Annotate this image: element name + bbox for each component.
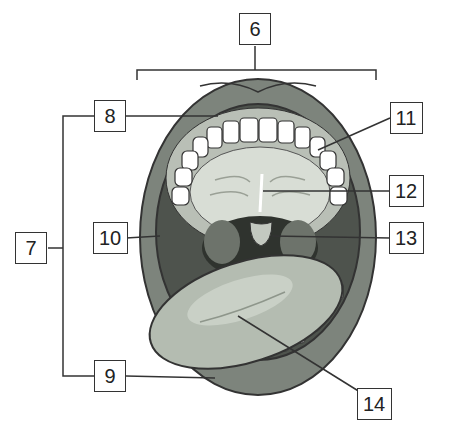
callout-box: 14 [357,388,392,420]
tongue [135,234,356,391]
callout-number: 14 [363,394,385,414]
palate-line [260,174,262,212]
callout-number: 10 [99,228,121,248]
lip-line [200,83,316,92]
tongue-groove [200,292,285,322]
callout-box: 6 [239,13,271,45]
callout-box: 12 [389,175,424,207]
callout-box: 13 [389,222,424,254]
tongue-highlight [182,264,299,336]
callout-box: 9 [94,360,126,392]
callout-number: 13 [395,228,417,248]
bracket [48,116,94,376]
upper-teeth [172,118,347,205]
callout-number: 8 [104,106,115,126]
callout-box: 7 [15,232,47,264]
callout-number: 12 [395,181,417,201]
callout-number: 9 [104,366,115,386]
callout-number: 7 [25,238,36,258]
bracket [137,46,376,80]
callout-box: 10 [93,222,128,254]
callout-box: 8 [94,100,126,132]
callout-number: 6 [249,19,260,39]
gum [166,108,350,248]
tonsil [204,220,240,264]
callout-box: 11 [390,102,423,134]
uvula [250,222,272,246]
leader-lines [126,116,390,392]
callout-number: 11 [396,108,417,128]
